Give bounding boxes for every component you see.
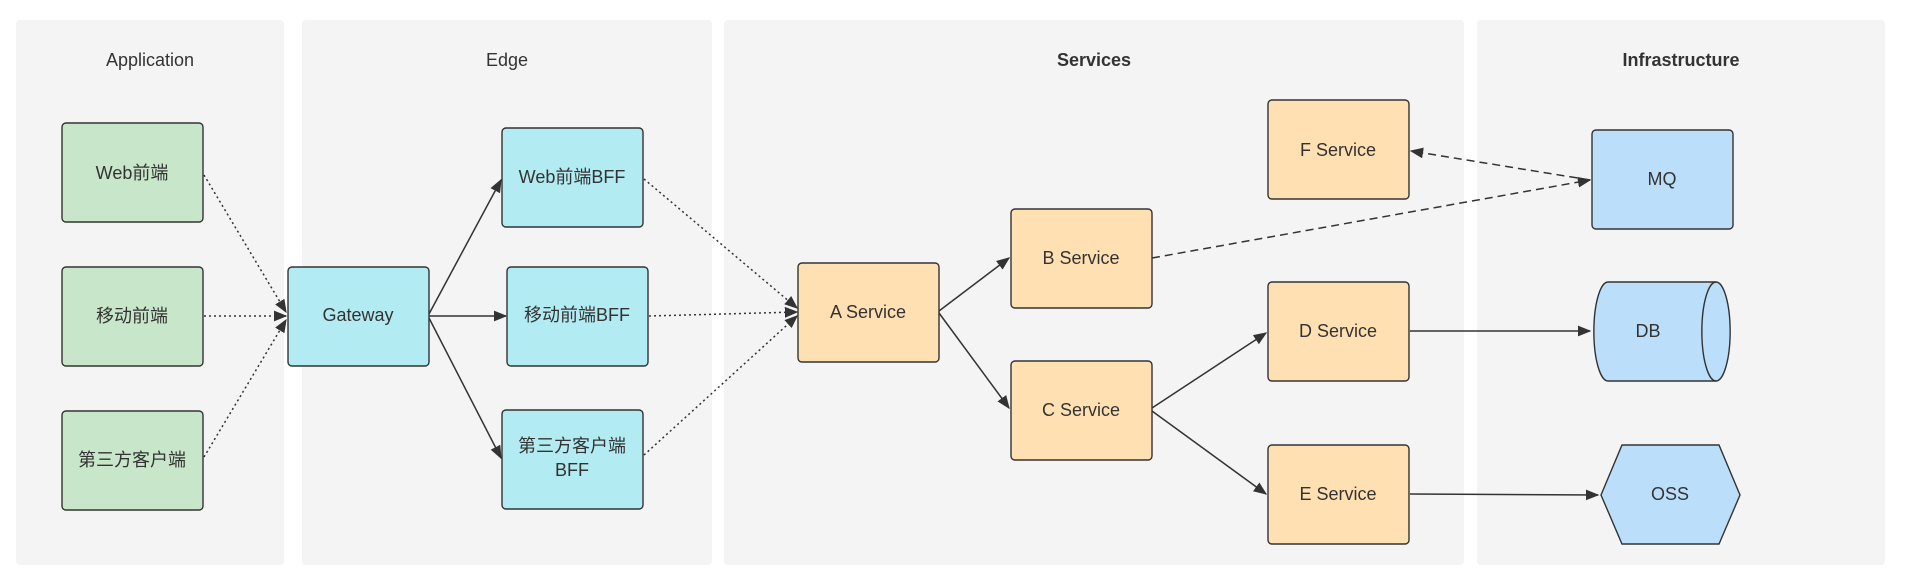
edge-web-bff-to-a <box>643 178 799 309</box>
node-third-party-client-box <box>61 410 204 511</box>
node-mq-label: MQ <box>1648 169 1677 189</box>
node-third-party-client-label: 第三方客户端 <box>78 450 186 470</box>
node-third-party-bff: 第三方客户端 BFF <box>501 409 644 510</box>
edge-c-to-e <box>1151 410 1268 495</box>
edge-c-to-d <box>1151 332 1268 409</box>
lane-edge-title: Edge <box>486 50 528 70</box>
node-mobile-bff-label: 移动前端BFF <box>524 305 630 325</box>
node-db: DB <box>1593 281 1731 382</box>
node-third-party-client: 第三方客户端 <box>61 410 204 511</box>
node-e-service-label: E Service <box>1299 484 1376 504</box>
node-b-service-box <box>1010 208 1153 309</box>
node-a-service: A Service <box>797 262 940 363</box>
edge-a-to-b <box>938 257 1011 312</box>
node-mobile-bff: 移动前端BFF <box>506 266 649 367</box>
node-e-service-box <box>1267 444 1410 545</box>
node-f-service: F Service <box>1267 99 1410 200</box>
node-f-service-box <box>1267 99 1410 200</box>
node-c-service-label: C Service <box>1042 400 1120 420</box>
node-c-service: C Service <box>1010 360 1153 461</box>
node-d-service-label: D Service <box>1299 321 1377 341</box>
edge-gateway-to-third-bff <box>428 317 502 460</box>
node-mq-box <box>1591 129 1734 230</box>
node-a-service-label: A Service <box>830 302 906 322</box>
node-web-bff-label: Web前端BFF <box>519 167 626 187</box>
node-oss-hexagon <box>1600 444 1741 545</box>
node-gateway: Gateway <box>287 266 430 367</box>
edge-a-to-c <box>938 312 1010 410</box>
node-mobile-frontend-box <box>61 266 204 367</box>
node-a-service-box <box>797 262 940 363</box>
edges <box>203 147 1600 501</box>
node-web-frontend-label: Web前端 <box>96 163 169 183</box>
node-third-party-bff-label-1: 第三方客户端 <box>518 436 626 456</box>
node-c-service-box <box>1010 360 1153 461</box>
node-gateway-label: Gateway <box>322 305 393 325</box>
node-mobile-frontend-label: 移动前端 <box>96 306 168 326</box>
lane-infrastructure-title: Infrastructure <box>1622 50 1739 70</box>
edge-e-to-oss <box>1409 489 1600 501</box>
node-db-cylinder <box>1593 281 1731 382</box>
node-web-frontend: Web前端 <box>61 122 204 223</box>
node-third-party-bff-box <box>501 409 644 510</box>
node-mobile-bff-box <box>506 266 649 367</box>
node-web-bff-box <box>501 127 644 228</box>
node-third-party-bff-label-2: BFF <box>555 460 589 480</box>
node-db-label: DB <box>1635 321 1660 341</box>
lane-application-title: Application <box>106 50 194 70</box>
node-gateway-box <box>287 266 430 367</box>
node-web-frontend-box <box>61 122 204 223</box>
node-mobile-frontend: 移动前端 <box>61 266 204 367</box>
lane-services-title: Services <box>1057 50 1131 70</box>
edge-gateway-to-web-bff <box>428 178 502 315</box>
node-mq: MQ <box>1591 129 1734 230</box>
node-b-service-label: B Service <box>1042 248 1119 268</box>
edge-web-to-gateway <box>203 174 287 314</box>
node-e-service: E Service <box>1267 444 1410 545</box>
node-oss: OSS <box>1600 444 1741 545</box>
edge-mq-to-f <box>1409 147 1591 181</box>
node-oss-label: OSS <box>1651 484 1689 504</box>
edge-b-to-mq <box>1151 176 1592 259</box>
node-db-cylinder-rim <box>1701 281 1717 382</box>
node-web-bff: Web前端BFF <box>501 127 644 228</box>
node-d-service: D Service <box>1267 281 1410 382</box>
node-d-service-box <box>1267 281 1410 382</box>
node-f-service-label: F Service <box>1300 140 1376 160</box>
node-b-service: B Service <box>1010 208 1153 309</box>
edge-third-to-gateway <box>203 318 287 458</box>
